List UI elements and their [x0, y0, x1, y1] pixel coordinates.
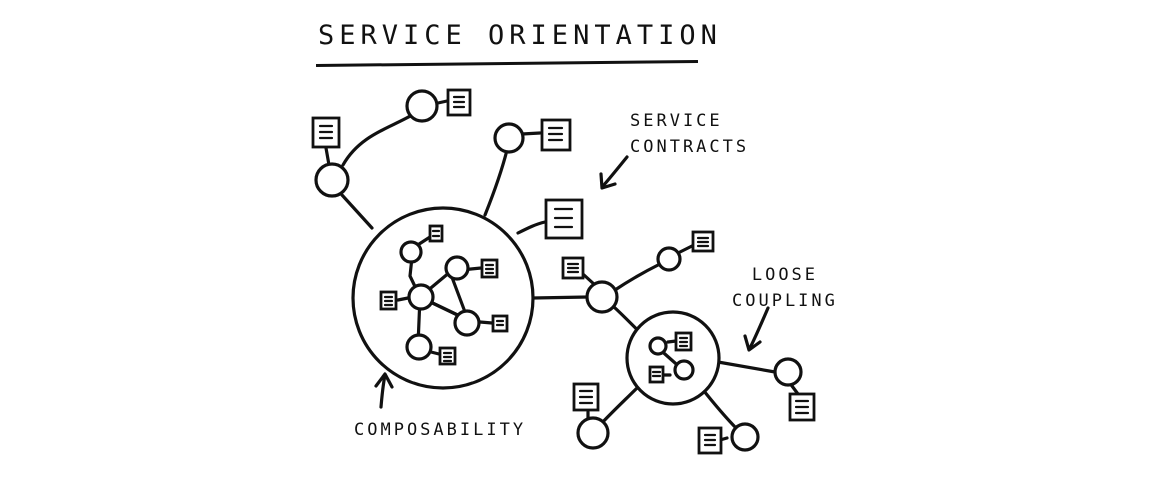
- contract-large: [544, 198, 584, 240]
- services: [314, 89, 803, 452]
- label-loose-coupling-line1: LOOSE: [751, 265, 819, 285]
- service-contracts: [311, 88, 816, 455]
- service-hub: [585, 280, 619, 314]
- label-loose-coupling: LOOSE COUPLING: [732, 262, 838, 314]
- arrow-coupling-head: [743, 334, 762, 352]
- inner-small-node-2: [673, 359, 695, 381]
- edge-small-to-bottom-right: [698, 384, 740, 432]
- diagram-title: SERVICE ORIENTATION: [318, 20, 722, 51]
- arrow-coupling: [748, 306, 770, 350]
- edge-left-doc: [324, 146, 331, 167]
- edge-big-to-upper: [483, 148, 509, 217]
- inner-node-5: [405, 333, 433, 361]
- service-left: [314, 162, 350, 198]
- inner-node-1: [399, 240, 423, 264]
- service-top: [405, 89, 439, 123]
- label-composability: COMPOSABILITY: [354, 420, 527, 440]
- annotation-arrows: [374, 155, 770, 409]
- arrow-contracts: [601, 155, 629, 188]
- service-upper: [493, 122, 525, 154]
- label-service-contracts-line2: CONTRACTS: [630, 137, 750, 157]
- edge-top-doc: [436, 99, 449, 105]
- inner-node-4: [453, 309, 481, 337]
- contract-right: [788, 392, 816, 422]
- edge-left-to-top: [341, 113, 414, 167]
- edge-small-to-bottom-left: [598, 383, 642, 427]
- inner-node-2: [444, 255, 470, 281]
- inner-small-node-1: [648, 336, 668, 356]
- edge-upper-right-doc: [676, 243, 696, 255]
- service-upper-right: [656, 246, 682, 272]
- edge-hub-to-upper-right: [613, 262, 662, 292]
- inner-doc-4: [491, 314, 509, 333]
- service-right: [773, 357, 803, 387]
- inner-doc-1: [428, 224, 444, 243]
- edge-small-to-right: [716, 360, 777, 374]
- label-loose-coupling-line2: COUPLING: [732, 291, 838, 311]
- edge-left-service: [340, 193, 374, 230]
- label-service-contracts: SERVICE CONTRACTS: [630, 108, 749, 160]
- inner-small-doc-2: [648, 365, 665, 384]
- service-bottom-right: [730, 422, 760, 452]
- edge-big-to-hub: [531, 295, 590, 300]
- arrow-composability: [379, 373, 387, 409]
- arrow-contracts-head: [599, 172, 617, 190]
- composite-service-small: [625, 310, 721, 406]
- edge-upper-doc: [520, 131, 542, 136]
- edge-big-to-contract: [516, 220, 547, 235]
- arrow-composability-head: [374, 372, 394, 389]
- inner-node-3: [407, 283, 435, 311]
- label-service-contracts-line1: SERVICE: [630, 111, 723, 131]
- composite-service-large: [351, 206, 535, 390]
- service-bottom-left: [576, 416, 610, 450]
